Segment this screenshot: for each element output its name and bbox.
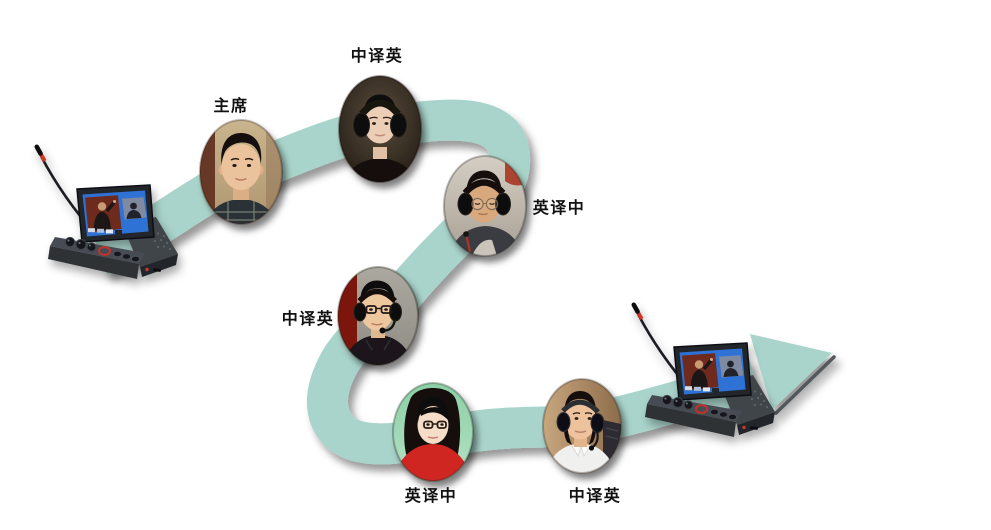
- label-en-to-zh-1: 英译中: [532, 200, 586, 217]
- portrait-chairman: [199, 119, 283, 225]
- label-en-to-zh-2: 英译中: [404, 488, 458, 505]
- label-chairman: 主席: [213, 98, 249, 115]
- portrait-interpreter-5: [542, 378, 622, 474]
- label-zh-to-en-1: 中译英: [350, 48, 404, 65]
- label-zh-to-en-3: 中译英: [568, 488, 622, 505]
- arrowhead: [750, 334, 832, 410]
- portrait-interpreter-3: [337, 266, 419, 366]
- interpreter-console-right: [634, 305, 775, 437]
- portrait-interpreter-1: [338, 75, 422, 183]
- portrait-interpreter-4: [392, 382, 474, 482]
- arrowhead-dark-edge: [774, 355, 836, 415]
- label-zh-to-en-2: 中译英: [281, 311, 335, 328]
- portrait-interpreter-2: [443, 155, 527, 257]
